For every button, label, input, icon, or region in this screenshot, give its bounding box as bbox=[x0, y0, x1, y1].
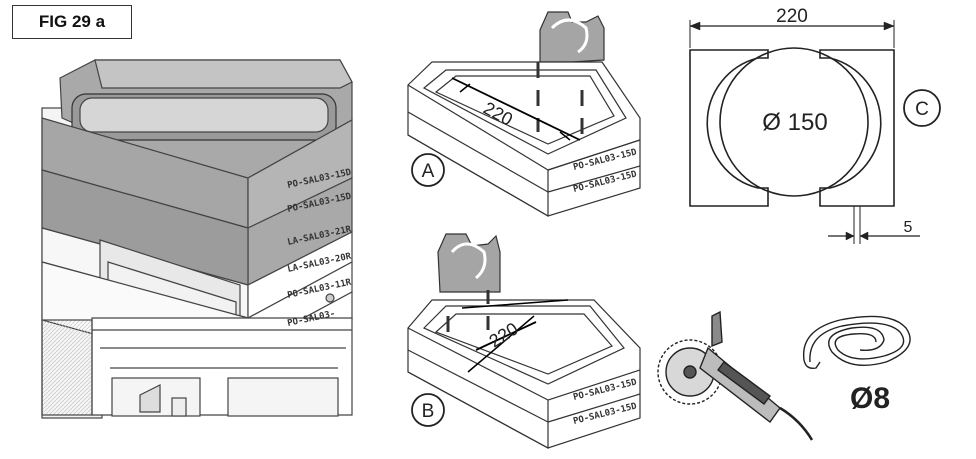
rope-diameter: Ø8 bbox=[850, 382, 890, 415]
callout-a: A bbox=[422, 161, 435, 182]
figure-label: FIG 29 a bbox=[12, 5, 132, 39]
callout-c: C bbox=[915, 99, 929, 120]
detail-b-drawing bbox=[407, 233, 641, 450]
callout-c-circle bbox=[903, 89, 941, 127]
detail-c-gap: 5 bbox=[904, 219, 913, 236]
callout-a-circle bbox=[411, 153, 445, 187]
stove-assembly bbox=[41, 59, 353, 419]
detail-c-diameter: Ø 150 bbox=[762, 109, 827, 136]
callout-b-circle bbox=[411, 393, 445, 427]
sealing-rope bbox=[802, 315, 911, 370]
detail-c-width: 220 bbox=[776, 6, 808, 27]
angle-grinder bbox=[657, 310, 814, 441]
detail-a-drawing bbox=[407, 11, 641, 218]
callout-b: B bbox=[422, 401, 435, 422]
detail-c-drawing bbox=[689, 20, 920, 244]
